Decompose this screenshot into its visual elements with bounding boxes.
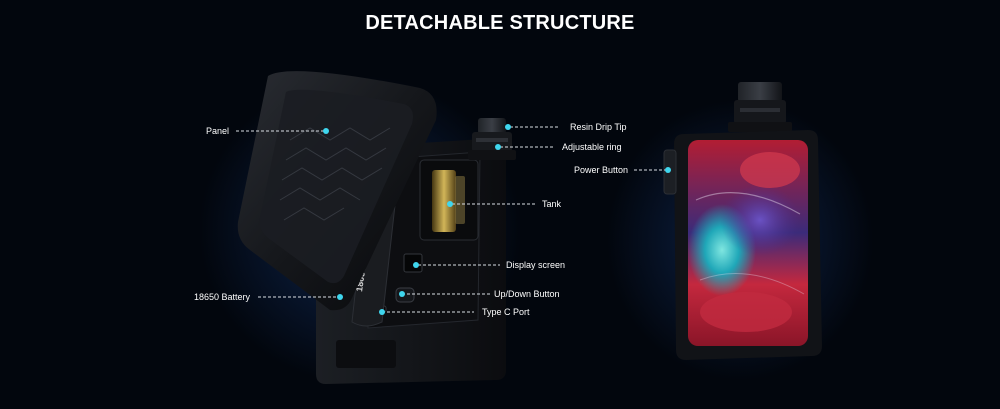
- display-screen-dot: [413, 262, 419, 268]
- callout-tank: Tank: [542, 199, 562, 209]
- type-c-port-dot: [379, 309, 385, 315]
- callout-drip-tip: Resin Drip Tip: [570, 122, 627, 132]
- power-button-dot: [665, 167, 671, 173]
- headline: DETACHABLE STRUCTURE: [365, 12, 635, 34]
- callout-panel: Panel: [206, 126, 230, 136]
- callout-dots: [323, 124, 671, 315]
- callout-power-button: Power Button: [574, 165, 629, 175]
- callout-battery: 18650 Battery: [194, 292, 251, 302]
- callout-type-c-port: Type C Port: [482, 307, 530, 317]
- drip-tip-dot: [505, 124, 511, 130]
- adjustable-ring-dot: [495, 144, 501, 150]
- up-down-button-dot: [399, 291, 405, 297]
- battery-dot: [337, 294, 343, 300]
- callout-adjustable-ring: Adjustable ring: [562, 142, 622, 152]
- atomizer-left: [468, 118, 516, 160]
- tank-dot: [447, 201, 453, 207]
- device-assembled: [663, 82, 822, 360]
- callout-leader-lines: [236, 126, 668, 313]
- callout-up-down-button: Up/Down Button: [494, 289, 560, 299]
- callout-display-screen: Display screen: [506, 260, 566, 270]
- panel-dot: [323, 128, 329, 134]
